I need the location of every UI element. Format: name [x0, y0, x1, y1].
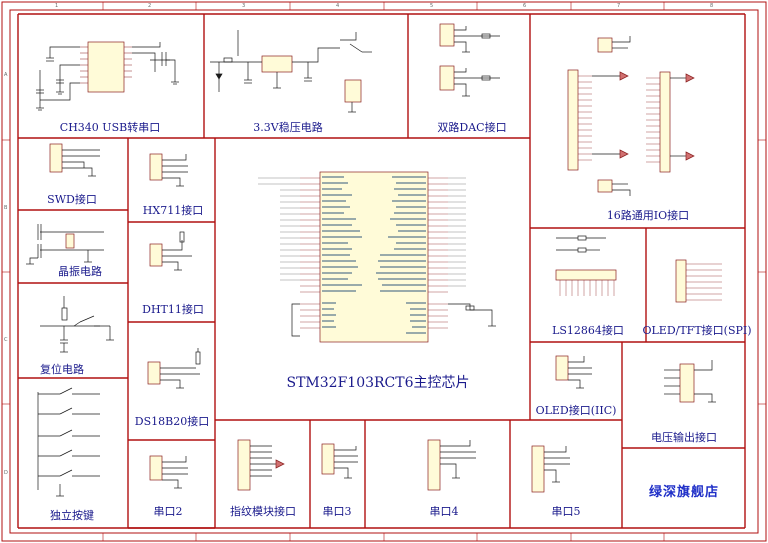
uart5-schematic: [531, 445, 570, 493]
col-label-4: 4: [336, 3, 340, 9]
io16-header-right: [659, 71, 671, 173]
ldo-regulator: [261, 55, 293, 73]
swd-schematic: [49, 143, 100, 177]
ds18b20-schematic: [147, 348, 201, 389]
block-title-reset: 复位电路: [40, 363, 84, 376]
power-out-header: [679, 363, 695, 403]
block-title-io16: 16路通用IO接口: [606, 209, 690, 222]
block-title-ch340: CH340 USB转串口: [59, 121, 161, 134]
block-title-ls12864: LS12864接口: [552, 324, 624, 337]
io16-header-left: [567, 69, 579, 171]
ls12864-schematic: [555, 235, 617, 296]
block-dividers: [17, 13, 746, 529]
uart3-header: [321, 443, 335, 475]
uart4-schematic: [427, 439, 476, 491]
swd-header: [49, 143, 63, 173]
row-label-a: A: [4, 72, 8, 78]
col-label-7: 7: [617, 3, 621, 9]
col-label-2: 2: [148, 3, 152, 9]
col-label-1: 1: [55, 3, 59, 9]
col-label-6: 6: [523, 3, 527, 9]
uart4-header: [427, 439, 441, 491]
uart2-header: [149, 455, 163, 481]
block-title-uart4: 串口4: [429, 505, 459, 518]
dac-header-1: [439, 23, 455, 47]
finger-header: [237, 439, 251, 491]
oled-iic-schematic: [555, 355, 592, 389]
row-label-c: C: [4, 337, 8, 343]
block-title-mcu: STM32F103RCT6主控芯片: [286, 375, 470, 391]
block-title-dht11: DHT11接口: [142, 303, 204, 316]
finger-schematic: [237, 439, 285, 491]
stm32-chip: [319, 171, 429, 343]
block-title-hx711: HX711接口: [142, 204, 204, 217]
dht11-header: [149, 243, 163, 267]
col-label-5: 5: [430, 3, 434, 9]
block-title-oled-spi: OLED/TFT接口(SPI): [642, 324, 752, 337]
reset-schematic: [40, 296, 114, 353]
block-title-uart5: 串口5: [551, 505, 581, 518]
block-title-ds18b20: DS18B20接口: [134, 415, 210, 428]
uart5-header: [531, 445, 545, 493]
oled-spi-header: [675, 259, 687, 303]
block-title-finger: 指纹模块接口: [230, 505, 296, 518]
col-label-3: 3: [242, 3, 246, 9]
ch340-schematic: [36, 41, 179, 111]
block-title-oled-iic: OLED接口(IIC): [535, 404, 617, 417]
mcu-schematic: [258, 171, 496, 343]
ls12864-header: [555, 269, 617, 281]
block-title-power-out: 电压输出接口: [651, 431, 717, 444]
ldo-usb-connector: [344, 79, 362, 103]
dac-header-2: [439, 65, 455, 91]
io16-schematic: [567, 36, 695, 196]
ch340-chip: [87, 41, 125, 93]
block-title-keys: 独立按键: [50, 509, 94, 522]
ldo-schematic: [210, 30, 372, 113]
keys-schematic: [37, 387, 100, 497]
brand-label: 绿深旗舰店: [648, 485, 720, 500]
block-title-crystal: 晶振电路: [58, 265, 102, 278]
dac-schematic: [439, 23, 500, 97]
block-title-dac: 双路DAC接口: [437, 121, 507, 134]
block-title-uart3: 串口3: [322, 505, 352, 518]
block-title-uart2: 串口2: [153, 505, 183, 518]
ds18b20-header: [147, 361, 161, 385]
oled-spi-schematic: [675, 259, 722, 303]
row-label-b: B: [4, 205, 8, 211]
block-title-swd: SWD接口: [47, 193, 97, 206]
uart2-schematic: [149, 455, 188, 489]
power-out-schematic: [664, 360, 716, 403]
row-label-d: D: [4, 470, 8, 476]
dht11-schematic: [149, 231, 192, 271]
hx711-schematic: [149, 153, 188, 187]
block-title-ldo: 3.3V稳压电路: [253, 121, 323, 134]
hx711-header: [149, 153, 163, 181]
col-label-8: 8: [710, 3, 714, 9]
oled-iic-header: [555, 355, 569, 381]
uart3-schematic: [321, 443, 358, 479]
crystal-schematic: [26, 224, 104, 265]
